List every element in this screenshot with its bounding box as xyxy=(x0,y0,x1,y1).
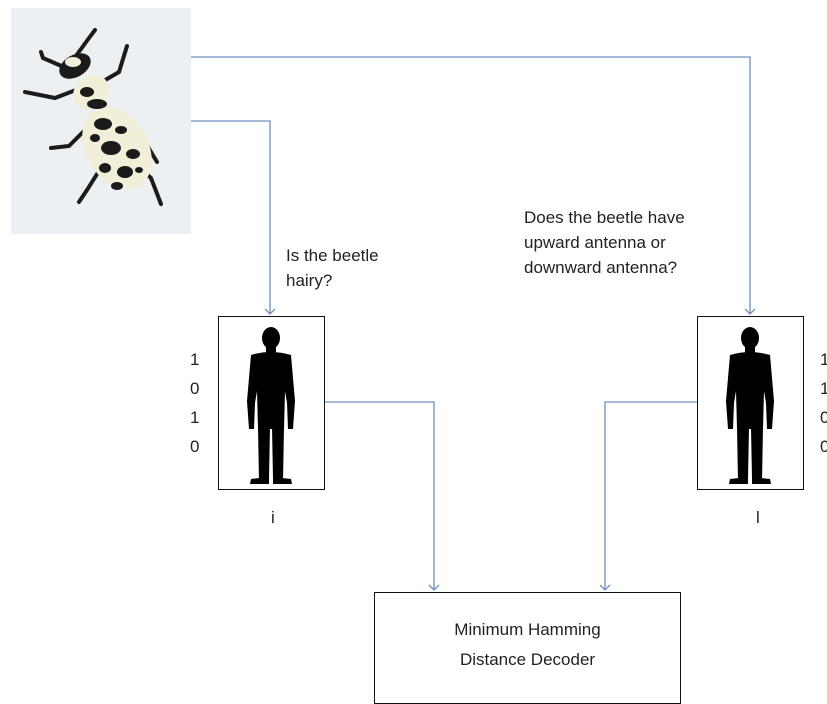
bit-left-1: 1 xyxy=(190,345,199,374)
decoder-box: Minimum Hamming Distance Decoder xyxy=(374,592,681,704)
connector-photo-to-left-player xyxy=(191,121,270,314)
player-label-right: l xyxy=(756,508,760,528)
beetle-photo xyxy=(11,8,191,234)
bit-right-4: 0 xyxy=(820,432,827,461)
question-right: Does the beetle have upward antenna or d… xyxy=(524,205,685,280)
bit-right-3: 0 xyxy=(820,403,827,432)
player-box-right xyxy=(697,316,804,490)
player-label-left: i xyxy=(271,508,275,528)
decoder-label: Minimum Hamming Distance Decoder xyxy=(375,615,680,675)
bit-right-1: 1 xyxy=(820,345,827,374)
bit-left-2: 0 xyxy=(190,374,199,403)
person-silhouette-icon xyxy=(698,317,803,489)
bit-left-4: 0 xyxy=(190,432,199,461)
bit-column-right: 1 1 0 0 xyxy=(820,345,827,461)
connector-left-player-to-decoder xyxy=(325,402,434,590)
connector-right-player-to-decoder xyxy=(605,402,697,590)
bit-right-2: 1 xyxy=(820,374,827,403)
player-box-left xyxy=(218,316,325,490)
bit-left-3: 1 xyxy=(190,403,199,432)
beetle-icon xyxy=(11,8,191,234)
person-silhouette-icon xyxy=(219,317,324,489)
bit-column-left: 1 0 1 0 xyxy=(190,345,199,461)
question-left: Is the beetle hairy? xyxy=(286,243,379,293)
